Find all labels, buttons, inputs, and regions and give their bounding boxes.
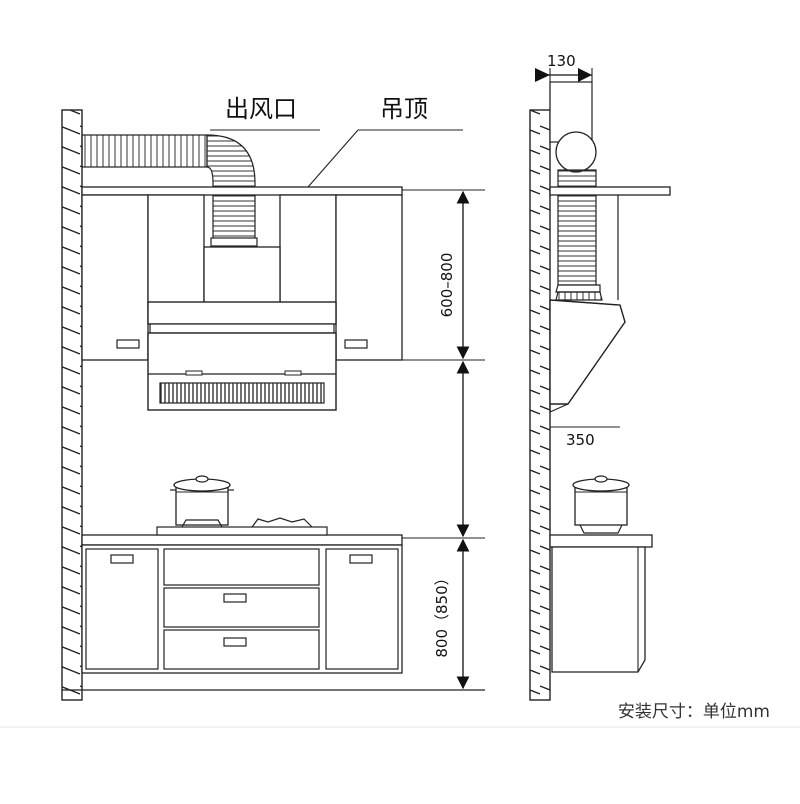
side-hood-motor xyxy=(555,284,601,293)
side-ceiling-board xyxy=(549,186,671,196)
front-hood-top xyxy=(147,301,337,325)
front-pot xyxy=(170,475,234,526)
front-base-handle-right xyxy=(349,554,373,564)
front-duct-collar xyxy=(210,237,258,247)
front-drawer-handle-2 xyxy=(223,637,247,647)
front-upper-cabinet-mid-right xyxy=(279,194,337,306)
front-hood-chimney xyxy=(203,246,281,306)
front-upper-cabinet-right xyxy=(335,194,403,361)
dim-counter-height-label: 800（850） xyxy=(433,570,451,657)
front-hood-strip xyxy=(149,323,335,334)
side-hood-body xyxy=(549,299,626,405)
label-exhaust-outlet: 出风口 xyxy=(225,95,297,123)
front-stove xyxy=(156,517,328,536)
label-ceiling: 吊顶 xyxy=(380,95,428,123)
front-upper-cabinet-mid-left xyxy=(147,194,205,306)
front-hood-light-right xyxy=(284,370,302,376)
front-duct-horizontal xyxy=(81,134,208,168)
side-base-cabinet xyxy=(551,546,646,673)
dim-duct-diameter-label: 130 xyxy=(547,52,576,70)
footer-note: 安装尺寸：单位mm xyxy=(618,702,770,722)
side-wall xyxy=(529,109,551,701)
front-base-handle-left xyxy=(110,554,134,564)
side-view: 350 130 xyxy=(529,52,671,701)
front-drawer-handle-1 xyxy=(223,593,247,603)
front-hood-light-left xyxy=(185,370,203,376)
front-base-cabinet xyxy=(81,544,403,674)
side-duct-outlet xyxy=(555,131,597,173)
front-upper-cabinet-left xyxy=(81,194,149,361)
dim-hood-depth-label: 350 xyxy=(566,431,595,449)
front-wall xyxy=(61,109,83,701)
front-upper-handle-right xyxy=(344,339,368,349)
front-view: 600–800 800（850） 出风口 吊顶 xyxy=(61,95,485,701)
front-duct-vertical xyxy=(212,189,256,246)
front-upper-handle-left xyxy=(116,339,140,349)
side-countertop xyxy=(549,534,653,548)
front-countertop xyxy=(81,534,403,546)
front-ceiling-board xyxy=(81,186,403,196)
front-duct-elbow xyxy=(206,134,256,191)
front-hood-grille xyxy=(159,382,325,404)
side-pot xyxy=(572,475,630,534)
dim-hood-height-label: 600–800 xyxy=(438,253,456,318)
